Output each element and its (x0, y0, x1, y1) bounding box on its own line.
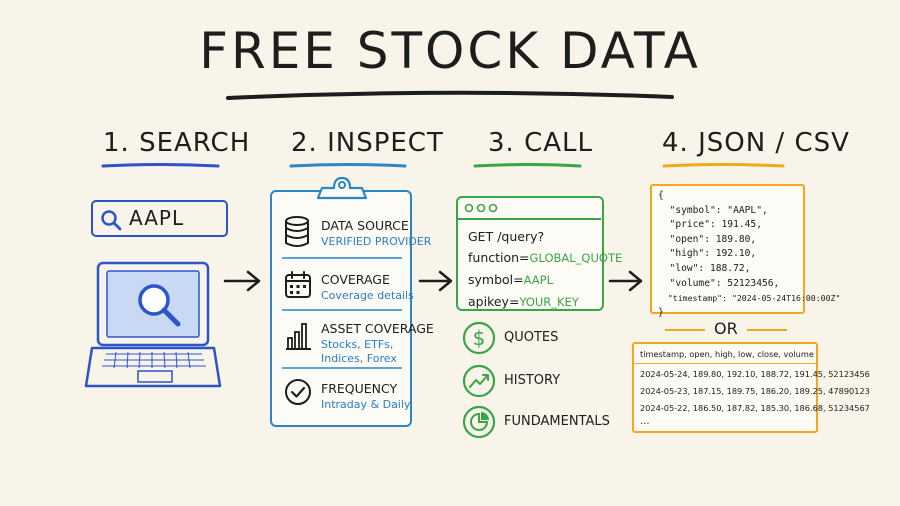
api-request-window: GET /query? function=GLOBAL_QUOTE symbol… (456, 196, 622, 311)
param-value: GLOBAL_QUOTE (529, 251, 623, 265)
param-key: symbol= (468, 272, 524, 287)
step-4-heading: 4. JSON / CSV (662, 128, 850, 158)
or-label: OR (714, 319, 738, 338)
request-param: apikey=YOUR_KEY (468, 291, 622, 313)
search-box[interactable]: AAPL (91, 200, 228, 237)
page-title: FREE STOCK DATA (199, 22, 701, 80)
csv-row: ... (640, 416, 650, 427)
json-line: "price": 191.45, (658, 219, 762, 231)
inspect-row-title: ASSET COVERAGE (321, 321, 434, 336)
request-param: function=GLOBAL_QUOTE (468, 247, 622, 269)
json-output-box: { "symbol": "AAPL", "price": 191.45, "op… (650, 184, 840, 318)
param-key: apikey= (468, 294, 520, 309)
csv-header: timestamp, open, high, low, close, volum… (640, 349, 814, 359)
feature-label: HISTORY (504, 373, 561, 388)
csv-header-divider (634, 363, 816, 364)
json-line: } (658, 306, 664, 318)
search-query: AAPL (129, 206, 185, 230)
inspect-row-sub: Intraday & Daily (321, 398, 411, 411)
json-line: { (658, 190, 664, 201)
csv-output-box: timestamp, open, high, low, close, volum… (632, 342, 870, 433)
clipboard-clip-icon (316, 176, 368, 200)
inspect-row-title: COVERAGE (321, 272, 390, 287)
feature-label: FUNDAMENTALS (504, 414, 610, 429)
json-line: "timestamp": "2024-05-24T16:00:00Z" (658, 293, 841, 304)
inspect-row-sub: VERIFIED PROVIDER (321, 235, 432, 248)
param-value: YOUR_KEY (519, 295, 579, 309)
bar-chart-icon (286, 323, 311, 350)
step-2-heading: 2. INSPECT (291, 128, 444, 158)
json-line: "open": 189.80, (658, 233, 757, 245)
dollar-icon: $ (462, 321, 496, 355)
json-line: "volume": 52123456, (658, 277, 780, 289)
database-icon (285, 216, 309, 247)
csv-row: 2024-05-24, 189.80, 192.10, 188.72, 191.… (640, 369, 870, 379)
inspect-row-title: DATA SOURCE (321, 218, 409, 233)
search-icon (101, 210, 122, 231)
svg-text:$: $ (473, 326, 486, 350)
step-4-underline (662, 163, 785, 168)
arrow-icon (223, 270, 261, 292)
step-2-underline (289, 163, 407, 168)
arrow-icon (418, 270, 453, 292)
calendar-icon (285, 271, 311, 298)
param-value: AAPL (523, 273, 554, 287)
or-divider-left (665, 329, 705, 331)
or-divider-right (747, 329, 787, 331)
json-content: { "symbol": "AAPL", "price": 191.45, "op… (658, 189, 840, 320)
request-method-line: GET /query? (468, 229, 545, 244)
step-3-heading: 3. CALL (488, 128, 593, 158)
json-line: "low": 188.72, (658, 262, 751, 274)
check-circle-icon (285, 379, 311, 405)
step-3-underline (473, 163, 582, 168)
inspect-row-sub: Coverage details (321, 289, 414, 302)
inspect-row-title: FREQUENCY (321, 381, 398, 396)
laptop-icon (84, 261, 222, 388)
feature-label: QUOTES (504, 330, 559, 345)
request-param: symbol=AAPL (468, 269, 622, 291)
inspect-row-sub: Stocks, ETFs, Indices, Forex (321, 338, 397, 365)
param-key: function= (468, 250, 530, 265)
csv-row: 2024-05-22, 186.50, 187.82, 185.30, 186.… (640, 403, 870, 413)
step-1-heading: 1. SEARCH (103, 128, 251, 158)
csv-row: 2024-05-23, 187.15, 189.75, 186.20, 189.… (640, 386, 870, 396)
window-dots-icon (464, 203, 498, 213)
request-code: GET /query? function=GLOBAL_QUOTE symbol… (468, 226, 622, 313)
window-title-divider (458, 218, 601, 220)
pie-icon (462, 405, 496, 439)
step-1-underline (101, 163, 220, 168)
trend-icon (462, 364, 496, 398)
json-line: "symbol": "AAPL", (658, 204, 768, 216)
title-underline (226, 90, 674, 100)
json-line: "high": 192.10, (658, 248, 757, 260)
